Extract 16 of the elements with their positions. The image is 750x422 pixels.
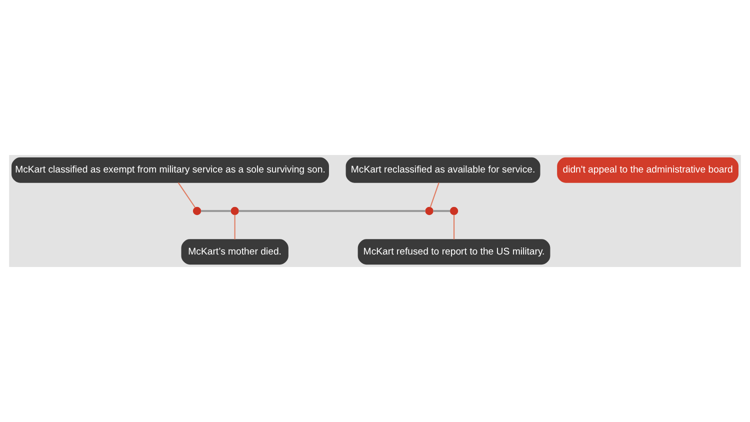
node-circle [230, 206, 239, 216]
node-circle [425, 206, 434, 216]
connector [430, 182, 440, 208]
node-circle [450, 206, 458, 216]
connector [454, 214, 455, 240]
node-box: McKart reclassified as available for service. [346, 157, 540, 183]
connector [234, 214, 236, 240]
connector [200, 210, 231, 212]
connector [178, 182, 196, 208]
connector [433, 210, 450, 212]
node-box: McKart’s mother died. [181, 239, 288, 265]
node-box: didn't appeal to the administrative board [557, 157, 738, 183]
node-box: McKart classified as exempt from military service as a sole surviving son. [12, 157, 329, 183]
node-circle [192, 206, 202, 216]
connector [238, 210, 426, 212]
node-box: McKart refused to report to the US military. [358, 239, 550, 265]
